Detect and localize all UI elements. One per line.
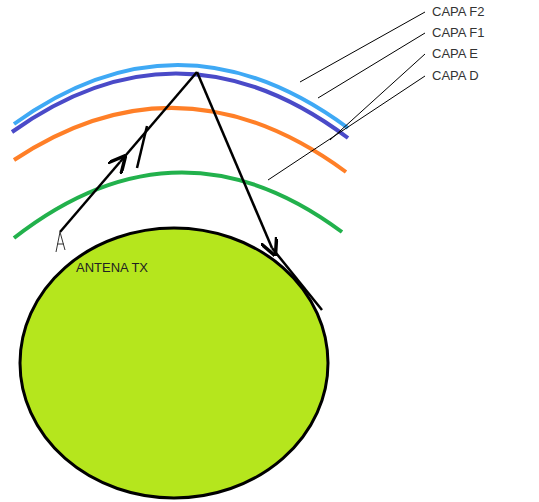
earth-outline bbox=[18, 226, 330, 500]
leader-line bbox=[268, 76, 425, 180]
antenna-symbol bbox=[56, 232, 65, 252]
layer-label: CAPA F2 bbox=[432, 4, 485, 20]
layer-label: CAPA E bbox=[432, 46, 478, 62]
antenna-label: ANTENA TX bbox=[76, 260, 148, 276]
ray-up bbox=[60, 162, 120, 232]
layer-label: CAPA F1 bbox=[432, 25, 485, 41]
layer-label: CAPA D bbox=[432, 68, 479, 84]
leader-line bbox=[318, 33, 425, 98]
leader-line bbox=[330, 54, 425, 140]
layer-e-arc bbox=[14, 108, 346, 172]
earth-globe: ANTENA TX bbox=[18, 226, 330, 500]
layer-f1-arc bbox=[12, 73, 348, 138]
layer-f2-arc bbox=[14, 65, 348, 128]
ray-up bbox=[120, 72, 197, 162]
ray-down bbox=[197, 72, 272, 248]
ray-tick bbox=[137, 126, 147, 168]
